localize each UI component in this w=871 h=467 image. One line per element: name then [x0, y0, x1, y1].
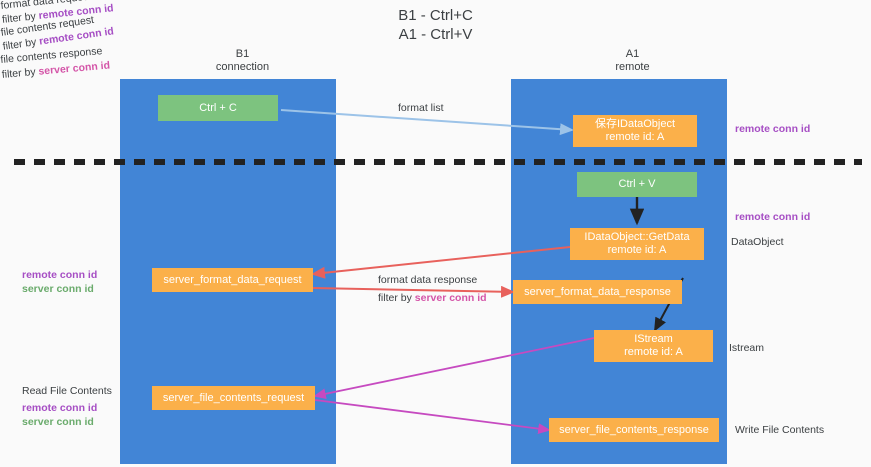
side-label-remote-conn-id-mid: remote conn id [735, 211, 811, 223]
node-ctrl-c-label: Ctrl + C [199, 101, 237, 114]
node-save-idataobject[interactable]: 保存IDataObject remote id: A [573, 115, 697, 147]
title-line-2: A1 - Ctrl+V [398, 26, 473, 43]
node-server-format-data-request-label: server_format_data_request [163, 273, 302, 286]
column-a1-name: A1 [625, 48, 640, 60]
edge-label-format-data-response: format data response [378, 274, 478, 286]
column-b1-role: connection [215, 61, 270, 73]
side-label-istream: Istream [729, 342, 765, 354]
node-idataobject-getdata[interactable]: IDataObject::GetData remote id: A [570, 228, 704, 260]
column-header-b1: B1 connection [155, 48, 330, 74]
filter-by-text-4: filter by [1, 65, 37, 81]
node-getdata-line2: remote id: A [607, 244, 667, 256]
node-server-format-data-response-label: server_format_data_response [524, 285, 671, 298]
column-a1-role: remote [615, 61, 650, 73]
node-server-file-contents-request-label: server_file_contents_request [162, 391, 305, 404]
column-header-a1: A1 remote [545, 48, 720, 74]
title-line-1: B1 - Ctrl+C [398, 7, 473, 24]
side-label-left-server-conn-id: server conn id [22, 283, 94, 295]
node-server-format-data-request[interactable]: server_format_data_request [152, 268, 313, 292]
node-server-file-contents-response[interactable]: server_file_contents_response [549, 418, 719, 442]
side-label-left-remote-conn-id: remote conn id [22, 269, 98, 281]
node-server-format-data-response[interactable]: server_format_data_response [513, 280, 682, 304]
filter-value-server-conn-id-2: server conn id [414, 292, 487, 304]
node-istream-line1: IStream [634, 333, 673, 345]
edge-label-group-format-data-response: format data response filter by server co… [378, 274, 487, 309]
filter-value-server-conn-id-4: server conn id [37, 59, 111, 78]
node-istream[interactable]: IStream remote id: A [594, 330, 713, 362]
side-label-read-file-contents: Read File Contents [22, 385, 112, 397]
node-ctrl-c[interactable]: Ctrl + C [158, 95, 278, 121]
node-save-idataobject-line1: 保存IDataObject [594, 118, 676, 130]
side-label-left-server-conn-id-2: server conn id [22, 416, 94, 428]
side-label-write-file-contents: Write File Contents [735, 424, 825, 436]
column-b1-name: B1 [235, 48, 250, 60]
side-label-dataobject: DataObject [731, 236, 784, 248]
side-label-left-remote-conn-id-2: remote conn id [22, 402, 98, 414]
node-server-file-contents-response-label: server_file_contents_response [559, 423, 709, 436]
node-getdata-line1: IDataObject::GetData [584, 231, 690, 243]
node-istream-line2: remote id: A [624, 346, 683, 358]
node-ctrl-v-label: Ctrl + V [618, 178, 656, 190]
filter-by-text-2: filter by [378, 292, 412, 304]
edge-label-format-list: format list [398, 102, 444, 114]
node-save-idataobject-line2: remote id: A [605, 131, 665, 143]
node-server-file-contents-request[interactable]: server_file_contents_request [152, 386, 315, 410]
diagram-title: B1 - Ctrl+C A1 - Ctrl+V [0, 6, 871, 44]
node-ctrl-v[interactable]: Ctrl + V [577, 172, 697, 197]
side-label-remote-conn-id-top: remote conn id [735, 123, 811, 135]
